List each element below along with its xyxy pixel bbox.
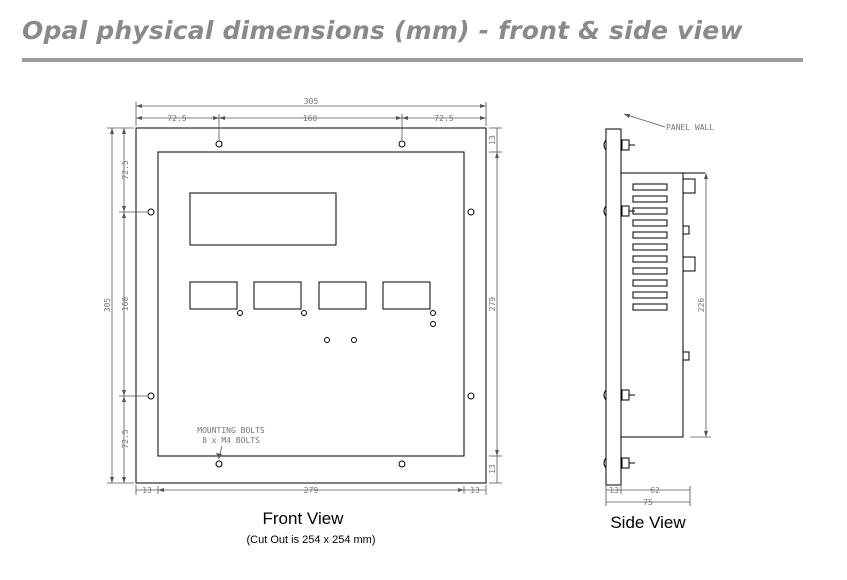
front-key-3: [318, 281, 367, 310]
dim-side-total: 75: [643, 498, 653, 507]
dim-side-small: 13: [609, 486, 619, 495]
dim-left-offset: 72.5: [167, 114, 186, 123]
dim-vert-top: 72.5: [121, 160, 130, 179]
front-key-4: [382, 281, 431, 310]
front-outer-plate: [135, 127, 487, 484]
front-key-1: [189, 281, 238, 310]
dim-inner-width: 279: [304, 486, 319, 495]
dim-side-height: 226: [697, 298, 706, 313]
side-vent-slots: [632, 183, 668, 311]
front-display-window: [189, 192, 337, 246]
side-bolts: [603, 139, 690, 469]
front-small-holes: [237, 310, 436, 343]
dim-small-left: 13: [142, 486, 152, 495]
front-mounting-bolts: [147, 140, 475, 468]
mounting-note-line1: MOUNTING BOLTS: [197, 426, 265, 435]
dim-inner-height: 279: [488, 297, 497, 312]
mounting-note-line2: 8 x M4 BOLTS: [202, 436, 260, 445]
front-view-caption: Front View: [263, 509, 345, 528]
dim-overall-height: 305: [103, 298, 112, 313]
dim-small-bottom: 13: [488, 464, 497, 474]
dim-side-mid: 62: [650, 486, 660, 495]
side-view-caption: Side View: [610, 513, 686, 532]
side-panel-wall: [605, 128, 622, 486]
dim-hole-span: 160: [303, 114, 318, 123]
dim-small-top: 13: [488, 135, 497, 145]
dim-vert-mid: 160: [121, 297, 130, 312]
page-title: Opal physical dimensions (mm) - front & …: [22, 16, 743, 45]
dim-vert-bottom: 72.5: [121, 429, 130, 448]
panel-wall-label: PANEL WALL: [666, 123, 714, 132]
side-body: [620, 172, 684, 438]
dim-overall-width: 305: [304, 97, 319, 106]
dim-right-offset: 72.5: [434, 114, 453, 123]
front-key-2: [253, 281, 302, 310]
front-inner-panel: [157, 151, 465, 457]
dim-small-right: 13: [470, 486, 480, 495]
title-underline: [22, 58, 803, 62]
front-cutout-caption: (Cut Out is 254 x 254 mm): [247, 534, 376, 546]
